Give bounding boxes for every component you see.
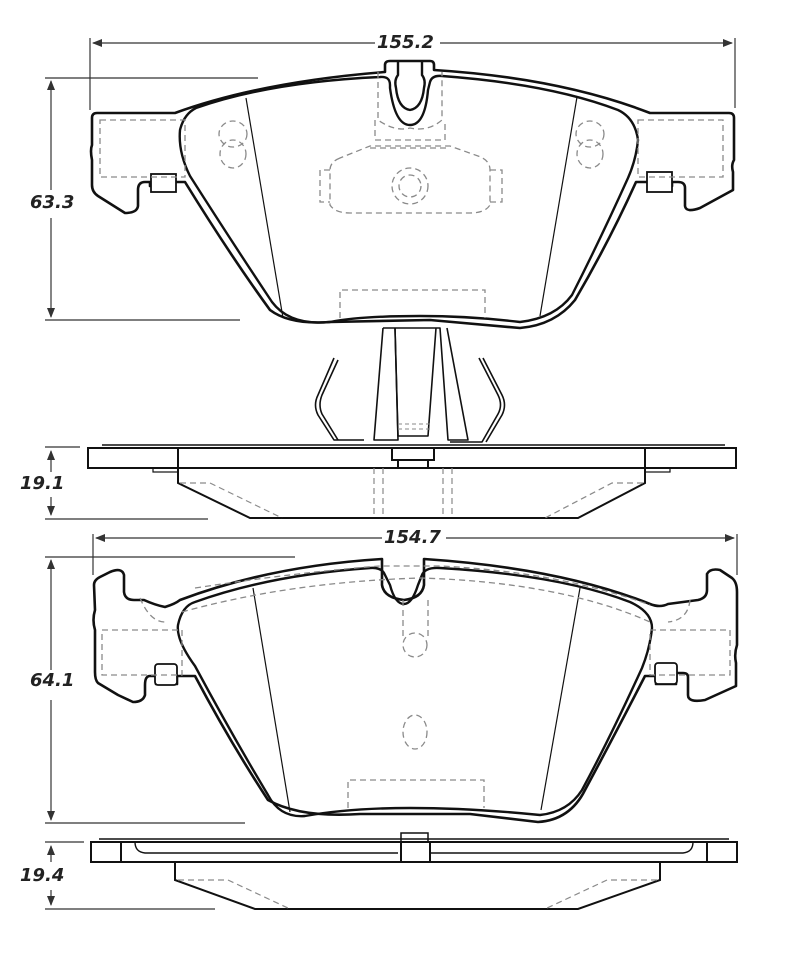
bottom-height-label: 64.1 <box>28 670 77 691</box>
bottom-hidden-lines <box>101 565 731 808</box>
bottom-thickness-dimension <box>45 841 215 910</box>
top-backing-plate <box>89 59 736 330</box>
top-thickness-label: 19.1 <box>18 473 67 494</box>
bottom-height-dimension <box>45 556 295 824</box>
top-friction-material <box>178 74 640 324</box>
top-thickness-dimension <box>45 446 208 520</box>
top-hidden-lines <box>99 72 724 318</box>
top-width-label: 155.2 <box>375 32 436 53</box>
bottom-pad-face-view <box>45 534 739 824</box>
bottom-width-dimension <box>92 534 738 575</box>
top-side-plate <box>87 444 737 519</box>
top-width-dimension <box>89 38 736 110</box>
top-height-dimension <box>45 77 258 321</box>
top-pad-face-view <box>45 38 736 330</box>
bottom-thickness-label: 19.4 <box>18 865 67 886</box>
top-pad-side-view <box>45 327 737 520</box>
bottom-backing-plate <box>92 557 739 824</box>
top-pad-clip <box>314 327 506 443</box>
bottom-friction-material <box>176 566 654 818</box>
top-height-label: 63.3 <box>28 192 77 213</box>
bottom-width-label: 154.7 <box>382 527 443 548</box>
bottom-pad-side-view <box>45 832 738 910</box>
top-center-notch <box>394 62 426 112</box>
